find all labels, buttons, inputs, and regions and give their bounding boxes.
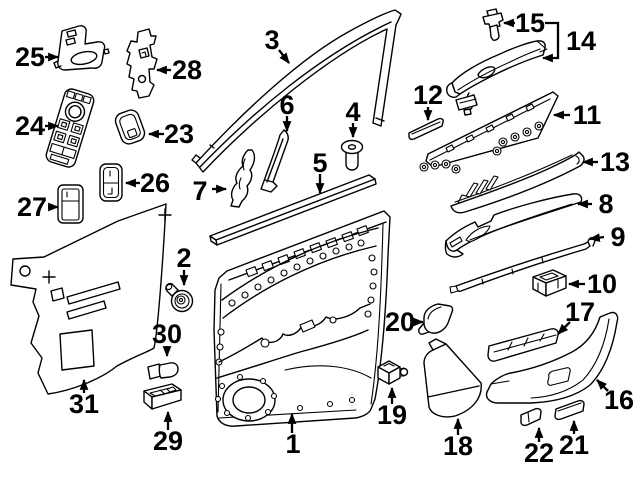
callout-16-label: 16 xyxy=(604,385,634,415)
callout-3-arrow xyxy=(278,49,290,64)
callout-18-label: 18 xyxy=(443,431,473,461)
callout-9-label: 9 xyxy=(610,222,625,252)
trim-clip-grommet-drawing xyxy=(165,282,194,313)
callout-16[interactable]: 16 xyxy=(596,379,634,415)
door-trim-panel-drawing xyxy=(213,210,391,427)
inner-belt-molding-drawing xyxy=(209,174,377,246)
callout-20[interactable]: 20 xyxy=(385,307,425,337)
callout-10-label: 10 xyxy=(587,269,617,299)
callout-9-arrow xyxy=(588,233,605,242)
callout-9[interactable]: 9 xyxy=(588,222,626,252)
bulb-holder-drawing xyxy=(147,362,179,380)
callout-13[interactable]: 13 xyxy=(581,147,630,177)
callout-7-label: 7 xyxy=(192,176,207,206)
callout-17[interactable]: 17 xyxy=(557,297,595,335)
callout-8[interactable]: 8 xyxy=(576,189,614,219)
window-frame-molding-drawing xyxy=(191,9,402,173)
callout-21[interactable]: 21 xyxy=(559,419,589,460)
callout-10[interactable]: 10 xyxy=(567,269,617,299)
callout-19[interactable]: 19 xyxy=(377,386,407,430)
upper-trim-retainer-drawing xyxy=(419,91,559,174)
callout-5[interactable]: 5 xyxy=(312,148,328,195)
sail-panel-trim-drawing xyxy=(260,129,289,193)
callout-22[interactable]: 22 xyxy=(524,426,554,468)
callout-3[interactable]: 3 xyxy=(264,25,290,64)
lower-trim-panel-drawing xyxy=(485,311,619,404)
callout-11-label: 11 xyxy=(573,100,602,130)
trim-pad-small-drawing xyxy=(520,407,542,427)
callout-31-label: 31 xyxy=(69,389,99,419)
callout-6[interactable]: 6 xyxy=(279,90,295,133)
lower-trim-strip-drawing xyxy=(449,237,596,294)
callout-17-label: 17 xyxy=(565,297,595,327)
callout-29-label: 29 xyxy=(153,426,183,456)
callout-26-label: 26 xyxy=(140,168,170,198)
mirror-mount-cover-drawing xyxy=(230,149,256,208)
callout-23-label: 23 xyxy=(164,119,194,149)
callout-31[interactable]: 31 xyxy=(69,378,99,419)
callout-29[interactable]: 29 xyxy=(153,410,183,456)
memory-switch-drawing xyxy=(99,163,123,202)
rocker-switch-drawing xyxy=(57,184,84,224)
callout-14[interactable]: 14 xyxy=(541,21,596,63)
callout-5-label: 5 xyxy=(312,148,327,178)
callout-28-label: 28 xyxy=(172,55,202,85)
grab-handle-lamp-unit-drawing xyxy=(446,40,548,116)
mounting-clip-drawing xyxy=(377,360,409,385)
callout-3-label: 3 xyxy=(264,25,279,55)
pocket-corner-trim-drawing xyxy=(423,338,482,418)
callout-12[interactable]: 12 xyxy=(413,80,443,122)
callout-2[interactable]: 2 xyxy=(176,243,192,287)
cover-cap-drawing xyxy=(418,303,454,335)
callout-8-label: 8 xyxy=(598,189,613,219)
screw-drawing xyxy=(340,139,364,171)
callout-20-label: 20 xyxy=(385,307,415,337)
callout-1[interactable]: 1 xyxy=(285,412,301,459)
callout-2-label: 2 xyxy=(176,243,191,273)
callout-17-arrow xyxy=(557,321,571,335)
callout-30-label: 30 xyxy=(152,319,182,349)
callout-13-label: 13 xyxy=(600,147,630,177)
switch-mounting-bracket-drawing xyxy=(126,28,158,99)
callout-21-label: 21 xyxy=(559,430,589,460)
trim-pad-drawing xyxy=(554,399,585,421)
bulb-socket-drawing xyxy=(482,8,504,41)
window-switch-panel-drawing xyxy=(45,88,95,168)
callout-1-label: 1 xyxy=(285,429,300,459)
water-shield-panel-drawing xyxy=(10,203,172,395)
callout-12-label: 12 xyxy=(413,80,443,110)
callout-27-label: 27 xyxy=(17,192,47,222)
callout-14-arrow xyxy=(541,21,560,63)
callout-30[interactable]: 30 xyxy=(152,319,182,358)
callout-23[interactable]: 23 xyxy=(147,119,194,149)
callout-7[interactable]: 7 xyxy=(192,176,228,206)
callout-14-label: 14 xyxy=(566,26,596,56)
callout-11[interactable]: 11 xyxy=(552,100,602,130)
callout-26[interactable]: 26 xyxy=(124,168,170,198)
callout-6-label: 6 xyxy=(279,90,294,120)
callout-25-label: 25 xyxy=(15,42,45,72)
callout-27[interactable]: 27 xyxy=(17,192,60,222)
callout-18[interactable]: 18 xyxy=(443,417,473,461)
callout-24-label: 24 xyxy=(15,111,45,141)
callout-15[interactable]: 15 xyxy=(502,8,545,38)
small-switch-drawing xyxy=(114,109,146,145)
callout-19-label: 19 xyxy=(377,400,407,430)
callout-22-label: 22 xyxy=(524,438,554,468)
retainer-clip-drawing xyxy=(532,269,567,297)
callout-16-arrow xyxy=(596,379,609,392)
callout-4[interactable]: 4 xyxy=(345,97,361,139)
callout-15-label: 15 xyxy=(515,8,545,38)
callout-24[interactable]: 24 xyxy=(15,111,60,141)
callout-28[interactable]: 28 xyxy=(155,55,202,85)
trim-insert-drawing xyxy=(487,328,559,362)
courtesy-lamp-drawing xyxy=(143,383,182,410)
trim-strip-drawing xyxy=(408,117,444,141)
upper-molding-drawing xyxy=(450,151,585,214)
callout-4-label: 4 xyxy=(345,97,360,127)
callout-25[interactable]: 25 xyxy=(15,42,60,72)
seat-adjust-switch-drawing xyxy=(53,25,110,71)
